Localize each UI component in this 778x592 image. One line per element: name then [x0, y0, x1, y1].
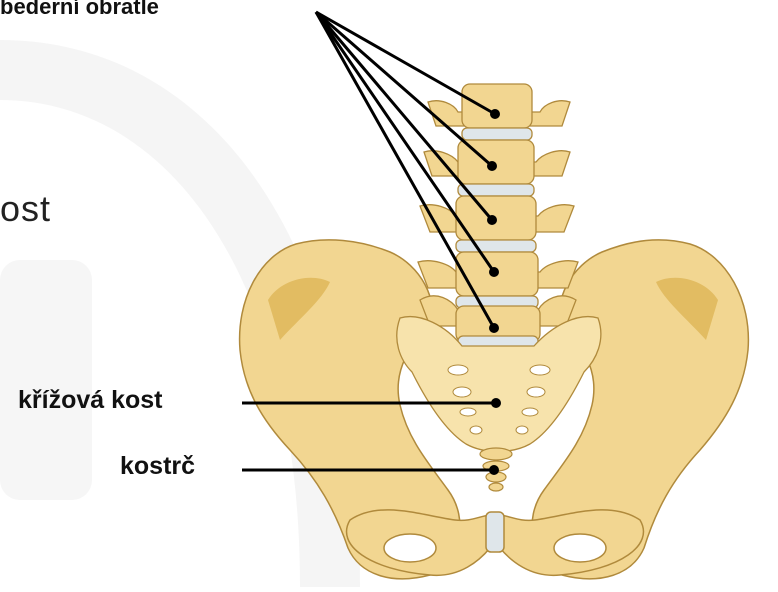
background-text: ost — [0, 188, 51, 230]
vertebra-l2 — [424, 140, 570, 184]
pubic-symphysis — [486, 512, 504, 552]
coccyx-label: kostrč — [120, 452, 195, 481]
pointer-line-l1 — [316, 12, 495, 114]
vertebra-l3 — [420, 196, 574, 240]
lumbar-vertebrae-label: bederní obratle — [0, 0, 159, 20]
sacrum-label: křížová kost — [18, 386, 163, 415]
vertebra-l1 — [428, 84, 570, 128]
